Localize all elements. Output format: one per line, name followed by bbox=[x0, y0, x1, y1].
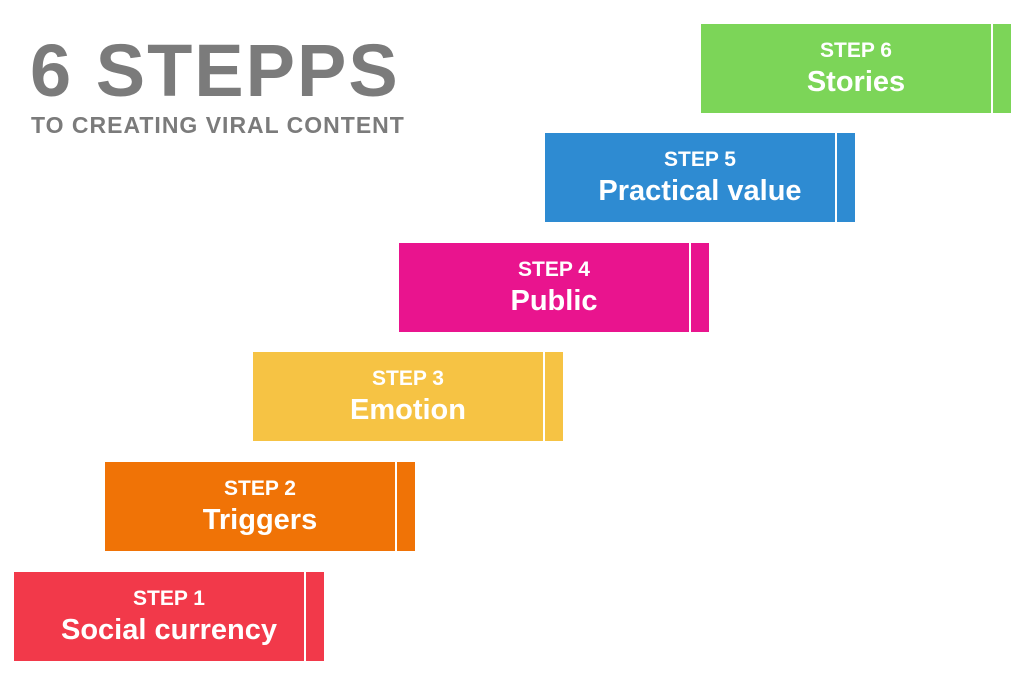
step-block-2: STEP 2 Triggers bbox=[105, 462, 415, 551]
page-subtitle: TO CREATING VIRAL CONTENT bbox=[31, 112, 405, 138]
step-title: Social currency bbox=[61, 614, 277, 647]
step-right-stripe bbox=[835, 133, 837, 222]
step-title: Triggers bbox=[202, 504, 318, 537]
step-title: Practical value bbox=[598, 175, 802, 208]
step-right-stripe bbox=[991, 24, 993, 113]
step-right-stripe bbox=[543, 352, 545, 441]
step-number-label: STEP 6 bbox=[820, 38, 892, 62]
step-block-5: STEP 5 Practical value bbox=[545, 133, 855, 222]
step-title: Stories bbox=[806, 66, 906, 99]
page-title: 6 STEPPS bbox=[30, 29, 400, 112]
step-number-label: STEP 2 bbox=[224, 476, 296, 500]
step-number-label: STEP 3 bbox=[372, 366, 444, 390]
step-block-3: STEP 3 Emotion bbox=[253, 352, 563, 441]
step-right-stripe bbox=[304, 572, 306, 661]
step-right-stripe bbox=[689, 243, 691, 332]
step-number-label: STEP 5 bbox=[664, 147, 736, 171]
step-block-1: STEP 1 Social currency bbox=[14, 572, 324, 661]
step-number-label: STEP 1 bbox=[133, 586, 205, 610]
step-block-4: STEP 4 Public bbox=[399, 243, 709, 332]
step-right-stripe bbox=[395, 462, 397, 551]
step-number-label: STEP 4 bbox=[518, 257, 590, 281]
step-title: Public bbox=[510, 285, 598, 318]
step-title: Emotion bbox=[350, 394, 466, 427]
step-block-6: STEP 6 Stories bbox=[701, 24, 1011, 113]
